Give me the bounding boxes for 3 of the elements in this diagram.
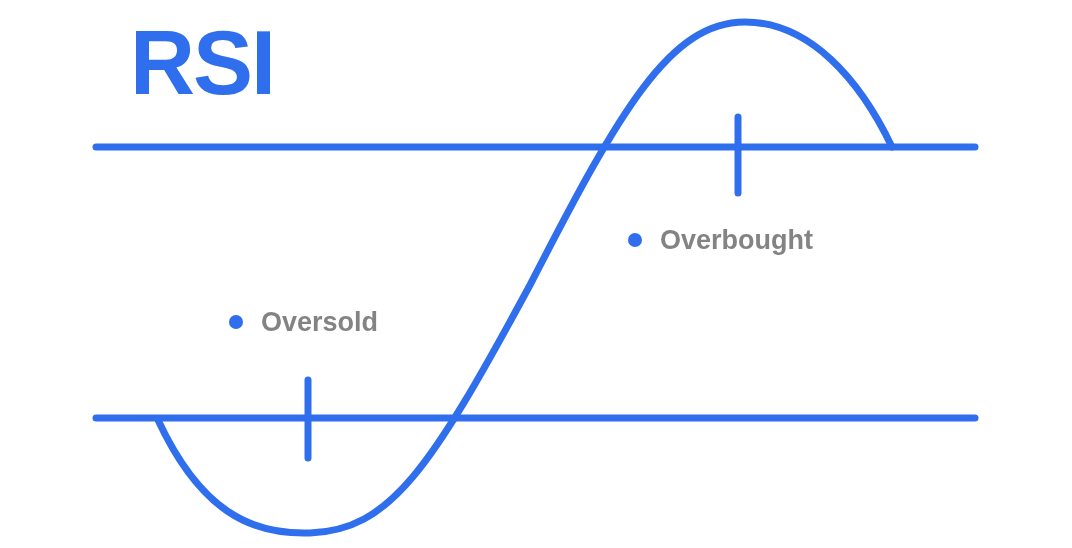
zone-label: Oversold — [261, 306, 379, 338]
title: RSI — [130, 12, 275, 115]
zone-label: Overbought — [660, 224, 813, 256]
